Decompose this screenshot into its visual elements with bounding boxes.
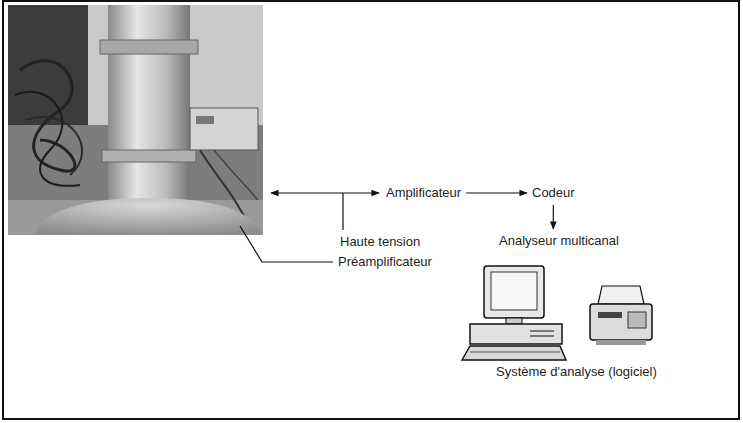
signal-line bbox=[271, 192, 379, 193]
leader-line bbox=[240, 226, 333, 262]
node-text: Codeur bbox=[532, 185, 575, 201]
stage-label: Amplificateur bbox=[384, 184, 463, 202]
computer-icon bbox=[462, 266, 566, 360]
part-label: Préamplificateur bbox=[338, 254, 432, 270]
node-text: Analyseur multicanal bbox=[499, 233, 619, 249]
signal-arrow bbox=[553, 205, 554, 229]
caption-text: Système d'analyse (logiciel) bbox=[496, 364, 657, 380]
high-voltage-line bbox=[342, 193, 343, 230]
part-label: Haute tension bbox=[340, 234, 420, 250]
frame bbox=[3, 1, 739, 419]
stage-label: Analyseur multicanal bbox=[497, 232, 621, 250]
printer-icon bbox=[590, 286, 652, 345]
detector-photo bbox=[8, 5, 263, 235]
signal-arrow bbox=[466, 192, 527, 193]
node-text: Amplificateur bbox=[386, 185, 461, 201]
stage-label: Codeur bbox=[530, 184, 577, 202]
